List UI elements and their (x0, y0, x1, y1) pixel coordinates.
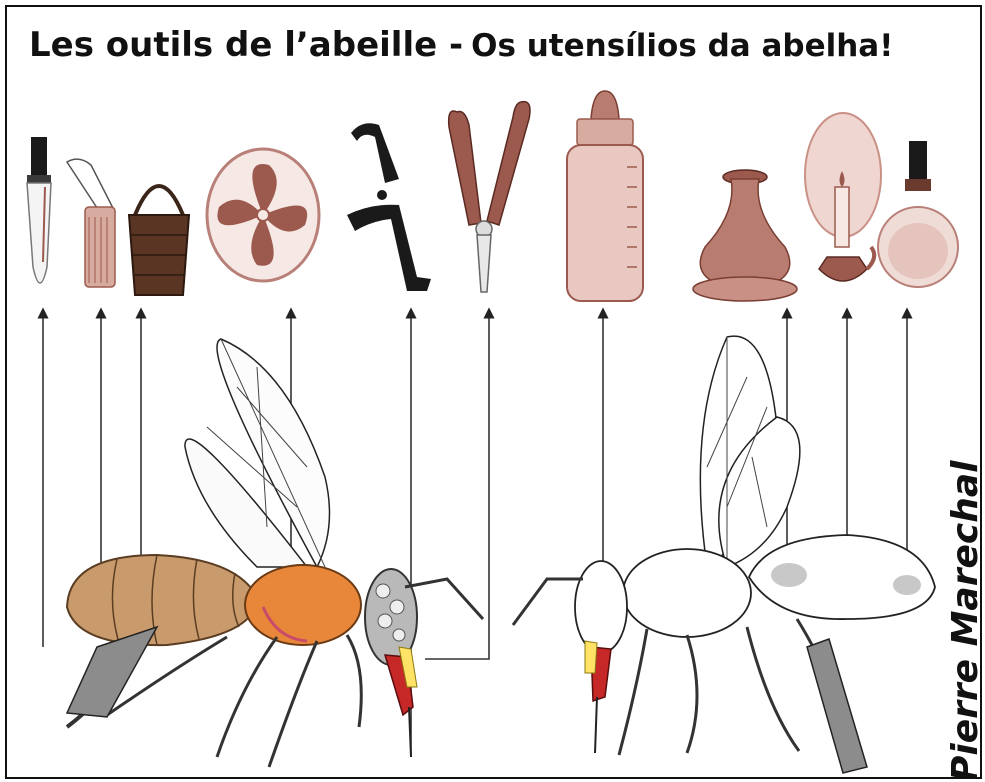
pliers-icon (447, 100, 531, 293)
title-portuguese: Os utensílios da abelha! (471, 28, 894, 64)
basket-icon (127, 184, 191, 296)
knife-icon (26, 137, 52, 284)
candle-icon (804, 112, 882, 282)
arrow-pliers (425, 307, 495, 660)
hook-icon (347, 123, 431, 291)
right-bee-illustration (511, 335, 936, 774)
diagram-frame: Les outils de l’abeille -Os utensílios d… (5, 5, 982, 779)
illustration (26, 90, 959, 774)
title-french: Les outils de l’abeille - (29, 25, 464, 65)
author-signature: Pierre Marechal (945, 460, 982, 779)
pointer-arrows (37, 307, 913, 757)
vase-icon (692, 169, 798, 302)
left-bee-illustration (65, 338, 485, 768)
fan-icon (205, 147, 321, 283)
brush-icon (65, 158, 117, 288)
perfume-bottle-icon (877, 141, 959, 288)
baby-bottle-icon (566, 90, 644, 302)
page-title: Les outils de l’abeille -Os utensílios d… (29, 25, 969, 85)
